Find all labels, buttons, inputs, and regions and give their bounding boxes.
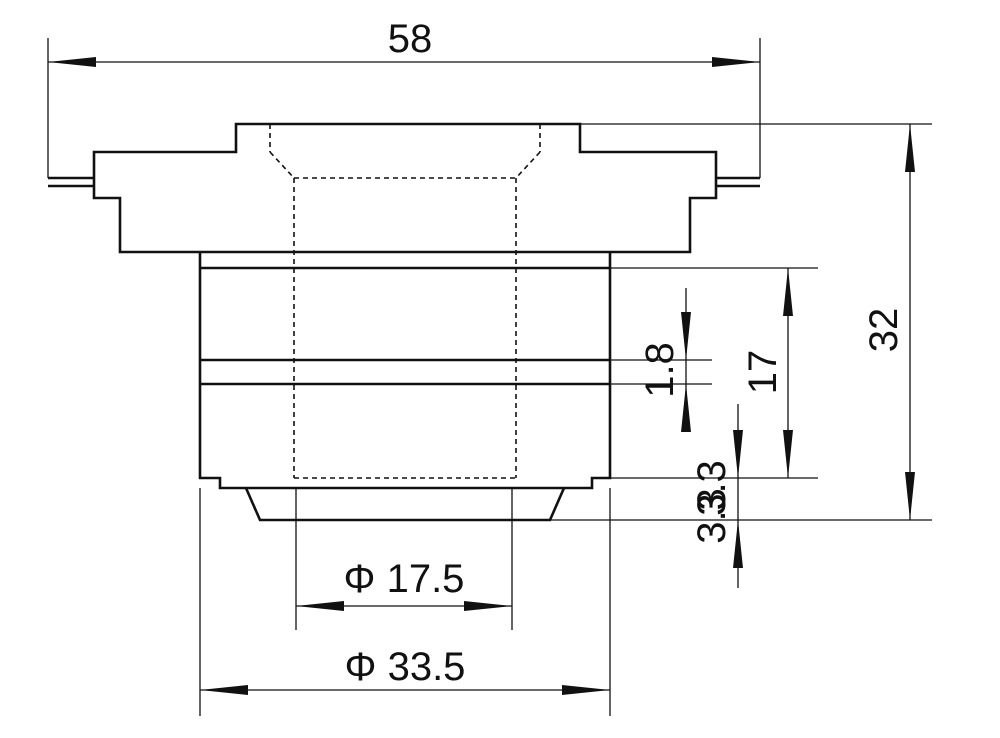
dim-label-1-8: 1.8 [638, 342, 682, 398]
bottom-lip [244, 487, 566, 522]
dim-label-17: 17 [741, 350, 785, 395]
dim-diameter-33-5: Φ 33.5 [199, 488, 611, 716]
dim-label-32: 32 [862, 308, 906, 353]
arrow-right [712, 57, 760, 67]
dim-label-phi-33-5: Φ 33.5 [345, 645, 466, 689]
dim-label-3-3-upper: 3.3 [690, 460, 734, 516]
body-block [198, 252, 612, 490]
dim-height-17: 17 [592, 267, 818, 479]
dim-lip-3-3: 3.3 3.3 [690, 404, 743, 588]
dim-label-phi-17-5: Φ 17.5 [344, 557, 465, 601]
dim-groove-1-8: 1.8 [610, 288, 712, 432]
dim-height-32: 32 [550, 123, 932, 521]
hidden-bore-lines [269, 124, 541, 479]
dim-width-58: 58 [47, 17, 761, 178]
dim-label-3-3-lower: 3.3 [690, 488, 734, 544]
flange-profile [48, 122, 760, 254]
dim-label-58: 58 [388, 17, 433, 61]
dim-diameter-17-5: Φ 17.5 [295, 488, 513, 630]
arrow-left [48, 57, 96, 67]
part-outline [48, 122, 760, 522]
